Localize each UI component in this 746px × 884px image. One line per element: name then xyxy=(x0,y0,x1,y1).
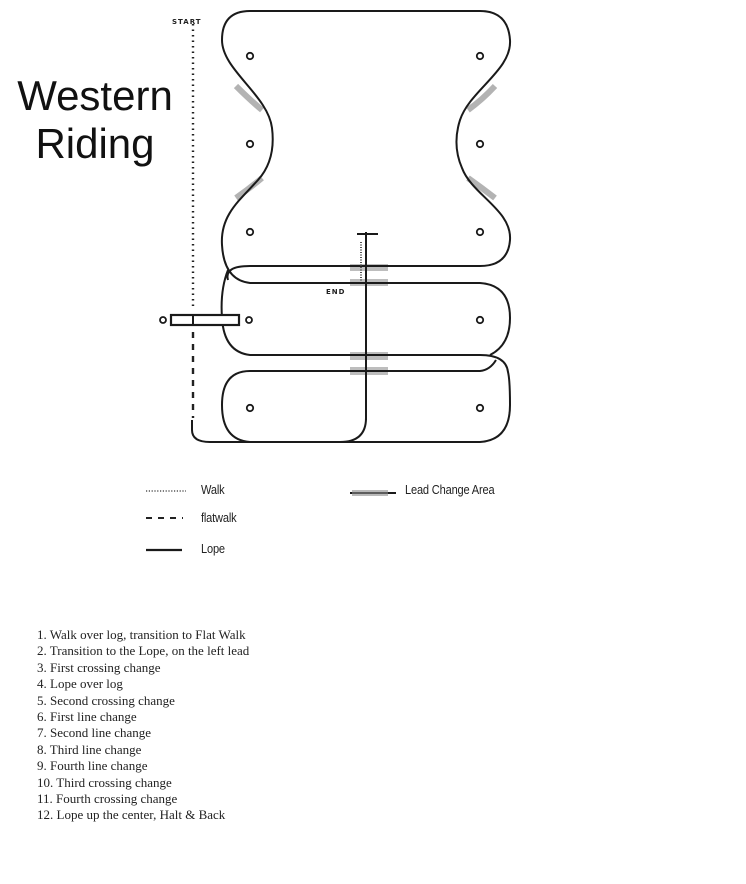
step-item: 11. Fourth crossing change xyxy=(37,791,178,807)
log-obstacle xyxy=(159,313,253,327)
step-item: 6. First line change xyxy=(37,709,137,725)
lower-loop-path xyxy=(220,359,497,443)
line-change-right-1 xyxy=(466,83,498,113)
cone-marker xyxy=(475,51,485,61)
cone-marker xyxy=(245,403,255,413)
step-item: 10. Third crossing change xyxy=(37,774,172,790)
title-line-1: Western xyxy=(17,72,173,119)
lower-inner-loop-path xyxy=(250,232,367,443)
legend-label-walk: Walk xyxy=(201,482,225,497)
cone-marker xyxy=(245,139,255,149)
pattern-steps-list: 1. Walk over log, transition to Flat Wal… xyxy=(37,627,249,824)
step-item: 3. First crossing change xyxy=(37,659,161,675)
line-change-left-1 xyxy=(233,83,264,113)
step-item: 7. Second line change xyxy=(37,725,152,741)
cone-markers xyxy=(245,51,485,413)
cone-marker xyxy=(475,315,485,325)
middle-loop-path xyxy=(191,269,512,443)
legend-label-flatwalk: flatwalk xyxy=(201,510,237,525)
pattern-diagram: START END xyxy=(146,10,512,552)
step-item: 12. Lope up the center, Halt & Back xyxy=(37,807,226,823)
step-item: 8. Third line change xyxy=(37,741,142,757)
legend-label-lead-change: Lead Change Area xyxy=(405,482,495,497)
step-item: 1. Walk over log, transition to Flat Wal… xyxy=(37,627,246,642)
lead-change-area-upper-1 xyxy=(350,264,388,271)
step-item: 9. Fourth line change xyxy=(37,758,148,774)
cone-marker xyxy=(475,403,485,413)
end-label: END xyxy=(326,288,345,296)
cone-marker xyxy=(475,227,485,237)
cone-marker xyxy=(245,51,255,61)
step-item: 4. Lope over log xyxy=(37,676,123,692)
legend-lead-change-icon xyxy=(350,490,396,496)
cone-marker xyxy=(245,227,255,237)
title-line-2: Riding xyxy=(35,120,155,167)
serpentine-lope-path-left xyxy=(220,10,512,356)
cone-marker xyxy=(475,139,485,149)
line-change-right-2 xyxy=(466,175,497,201)
start-label: START xyxy=(172,18,202,26)
pattern-title: Western Riding xyxy=(0,72,190,168)
step-item: 5. Second crossing change xyxy=(37,692,175,708)
serpentine-lope-path xyxy=(226,10,512,281)
legend-label-lope: Lope xyxy=(201,541,225,556)
step-item: 2. Transition to the Lope, on the left l… xyxy=(37,643,250,659)
